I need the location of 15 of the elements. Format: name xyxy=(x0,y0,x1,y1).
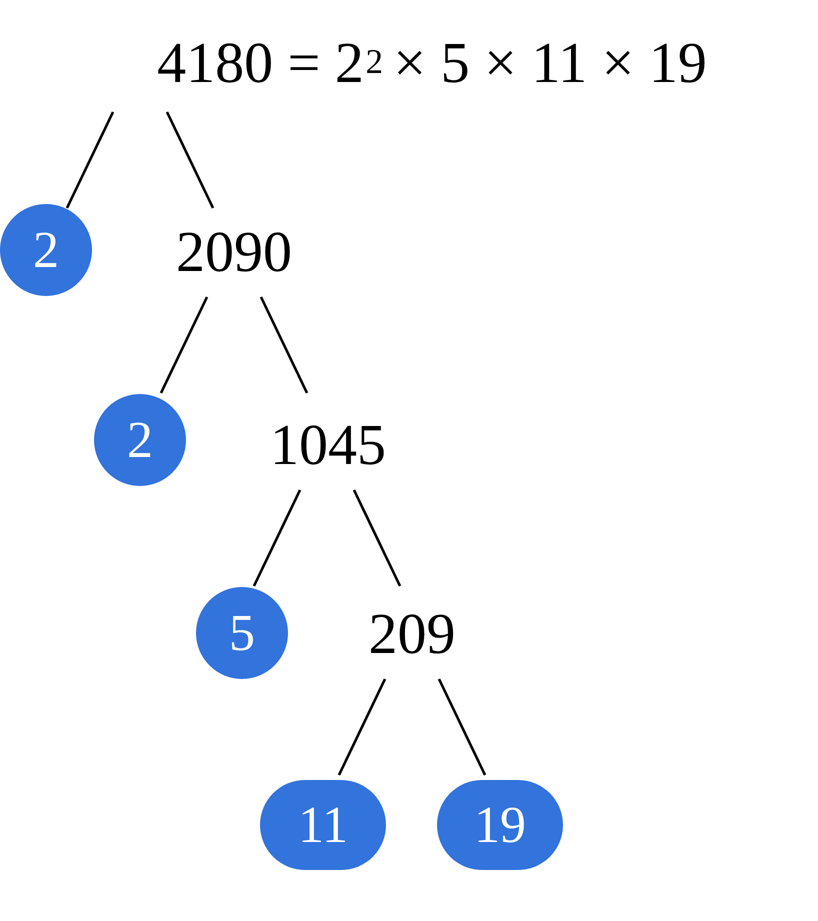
tree-branch-line xyxy=(252,489,302,587)
prime-factor-circle: 2 xyxy=(0,204,92,296)
composite-number: 209 xyxy=(352,597,472,669)
tree-branch-line xyxy=(160,296,208,394)
tree-branch-line xyxy=(352,489,402,587)
composite-number: 1045 xyxy=(254,408,402,480)
prime-factor-circle: 5 xyxy=(196,587,288,679)
tree-branch-line xyxy=(438,678,486,776)
tree-branch-line xyxy=(66,111,114,209)
tree-branch-line xyxy=(338,678,386,776)
prime-factor-circle: 2 xyxy=(94,394,186,486)
composite-number: 2090 xyxy=(160,215,308,287)
factorization-equation: 4180 = 2$^{2}$ × 5 × 11 × 19 xyxy=(62,22,802,102)
tree-branch-line xyxy=(166,111,214,209)
tree-branch-line xyxy=(260,296,308,394)
